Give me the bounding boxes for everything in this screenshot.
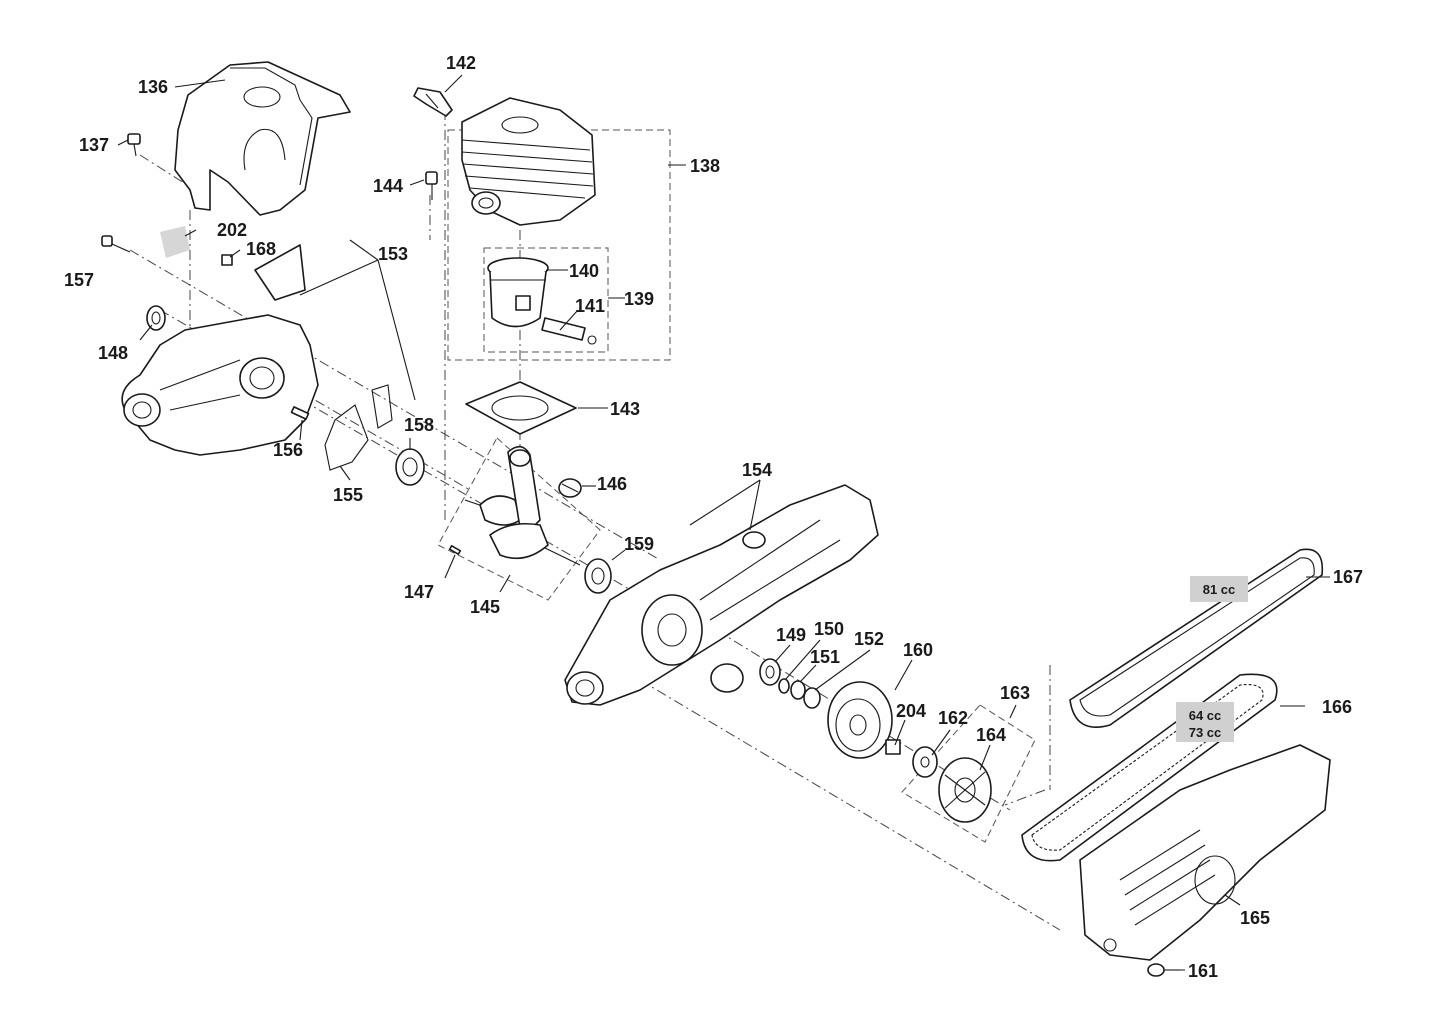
callout-141: 141 (575, 296, 605, 316)
callout-151: 151 (810, 647, 840, 667)
piston-group-box (483, 247, 609, 353)
callout-168: 168 (246, 239, 276, 259)
belt-guard-part (1079, 744, 1331, 961)
note-81cc-text: 81 cc (1203, 582, 1236, 597)
leader-lines (117, 74, 1330, 971)
callout-165: 165 (1240, 908, 1270, 928)
piston-part (487, 257, 549, 328)
callout-166: 166 (1322, 697, 1352, 717)
callout-158: 158 (404, 415, 434, 435)
ring-150-part (778, 678, 790, 694)
spark-plug-part (413, 87, 453, 117)
callout-162: 162 (938, 708, 968, 728)
callout-167: 167 (1333, 567, 1363, 587)
v-belt-81cc-part (1069, 548, 1324, 728)
ring-151-part (790, 680, 806, 700)
callout-204: 204 (896, 701, 926, 721)
bearing-159-part (584, 558, 612, 594)
washer-162-part (912, 746, 938, 778)
callout-164: 164 (976, 725, 1006, 745)
callout-163: 163 (1000, 683, 1030, 703)
crankshaft-part (464, 445, 581, 566)
callout-202: 202 (217, 220, 247, 240)
crankcase-left-part (121, 244, 319, 456)
washer-152-part (803, 687, 821, 709)
callout-148: 148 (98, 343, 128, 363)
needle-bearing-part (558, 478, 582, 498)
clip-168-part (221, 254, 233, 266)
callout-143: 143 (610, 399, 640, 419)
dowel-156-part (290, 406, 310, 420)
cylinder-part (461, 97, 596, 226)
callout-138: 138 (690, 156, 720, 176)
callout-159: 159 (624, 534, 654, 554)
note-64-73cc: 64 cc 73 cc (1176, 702, 1234, 742)
callout-161: 161 (1188, 961, 1218, 981)
key-147-part (448, 544, 462, 556)
assembly-axes (129, 110, 1061, 931)
callout-146: 146 (597, 474, 627, 494)
bolt-144-part (425, 171, 438, 200)
callout-157: 157 (64, 270, 94, 290)
callout-145: 145 (470, 597, 500, 617)
callout-153: 153 (378, 244, 408, 264)
clutch-part (938, 757, 992, 823)
bolt-157-part (101, 235, 131, 253)
callout-labels: 136 137 142 144 138 202 168 153 157 140 … (64, 53, 1363, 981)
callout-156: 156 (273, 440, 303, 460)
piston-pin-part (541, 317, 597, 345)
crankshaft-group-box (437, 437, 601, 601)
crankcase-gasket-part (324, 384, 393, 471)
crankcase-arm-part (564, 484, 879, 706)
callout-150: 150 (814, 619, 844, 639)
needle-bearing-204-part (885, 739, 901, 755)
callout-139: 139 (624, 289, 654, 309)
washer-149-part (759, 658, 781, 686)
callout-147: 147 (404, 582, 434, 602)
callout-149: 149 (776, 625, 806, 645)
callout-155: 155 (333, 485, 363, 505)
top-cover-part (174, 61, 351, 216)
note-73cc-text: 73 cc (1189, 725, 1222, 740)
cylinder-gasket-part (465, 381, 577, 435)
callout-160: 160 (903, 640, 933, 660)
callout-142: 142 (446, 53, 476, 73)
callout-140: 140 (569, 261, 599, 281)
callout-152: 152 (854, 629, 884, 649)
callout-136: 136 (138, 77, 168, 97)
bearing-158-part (395, 448, 425, 486)
screw-137-part (127, 133, 141, 157)
callout-137: 137 (79, 135, 109, 155)
note-64cc-text: 64 cc (1189, 708, 1222, 723)
note-81cc: 81 cc (1190, 576, 1248, 602)
clutch-drum-part (827, 681, 893, 759)
label-sticker-part (160, 226, 190, 258)
callout-154: 154 (742, 460, 772, 480)
seal-148-part (146, 305, 166, 331)
callout-144: 144 (373, 176, 403, 196)
